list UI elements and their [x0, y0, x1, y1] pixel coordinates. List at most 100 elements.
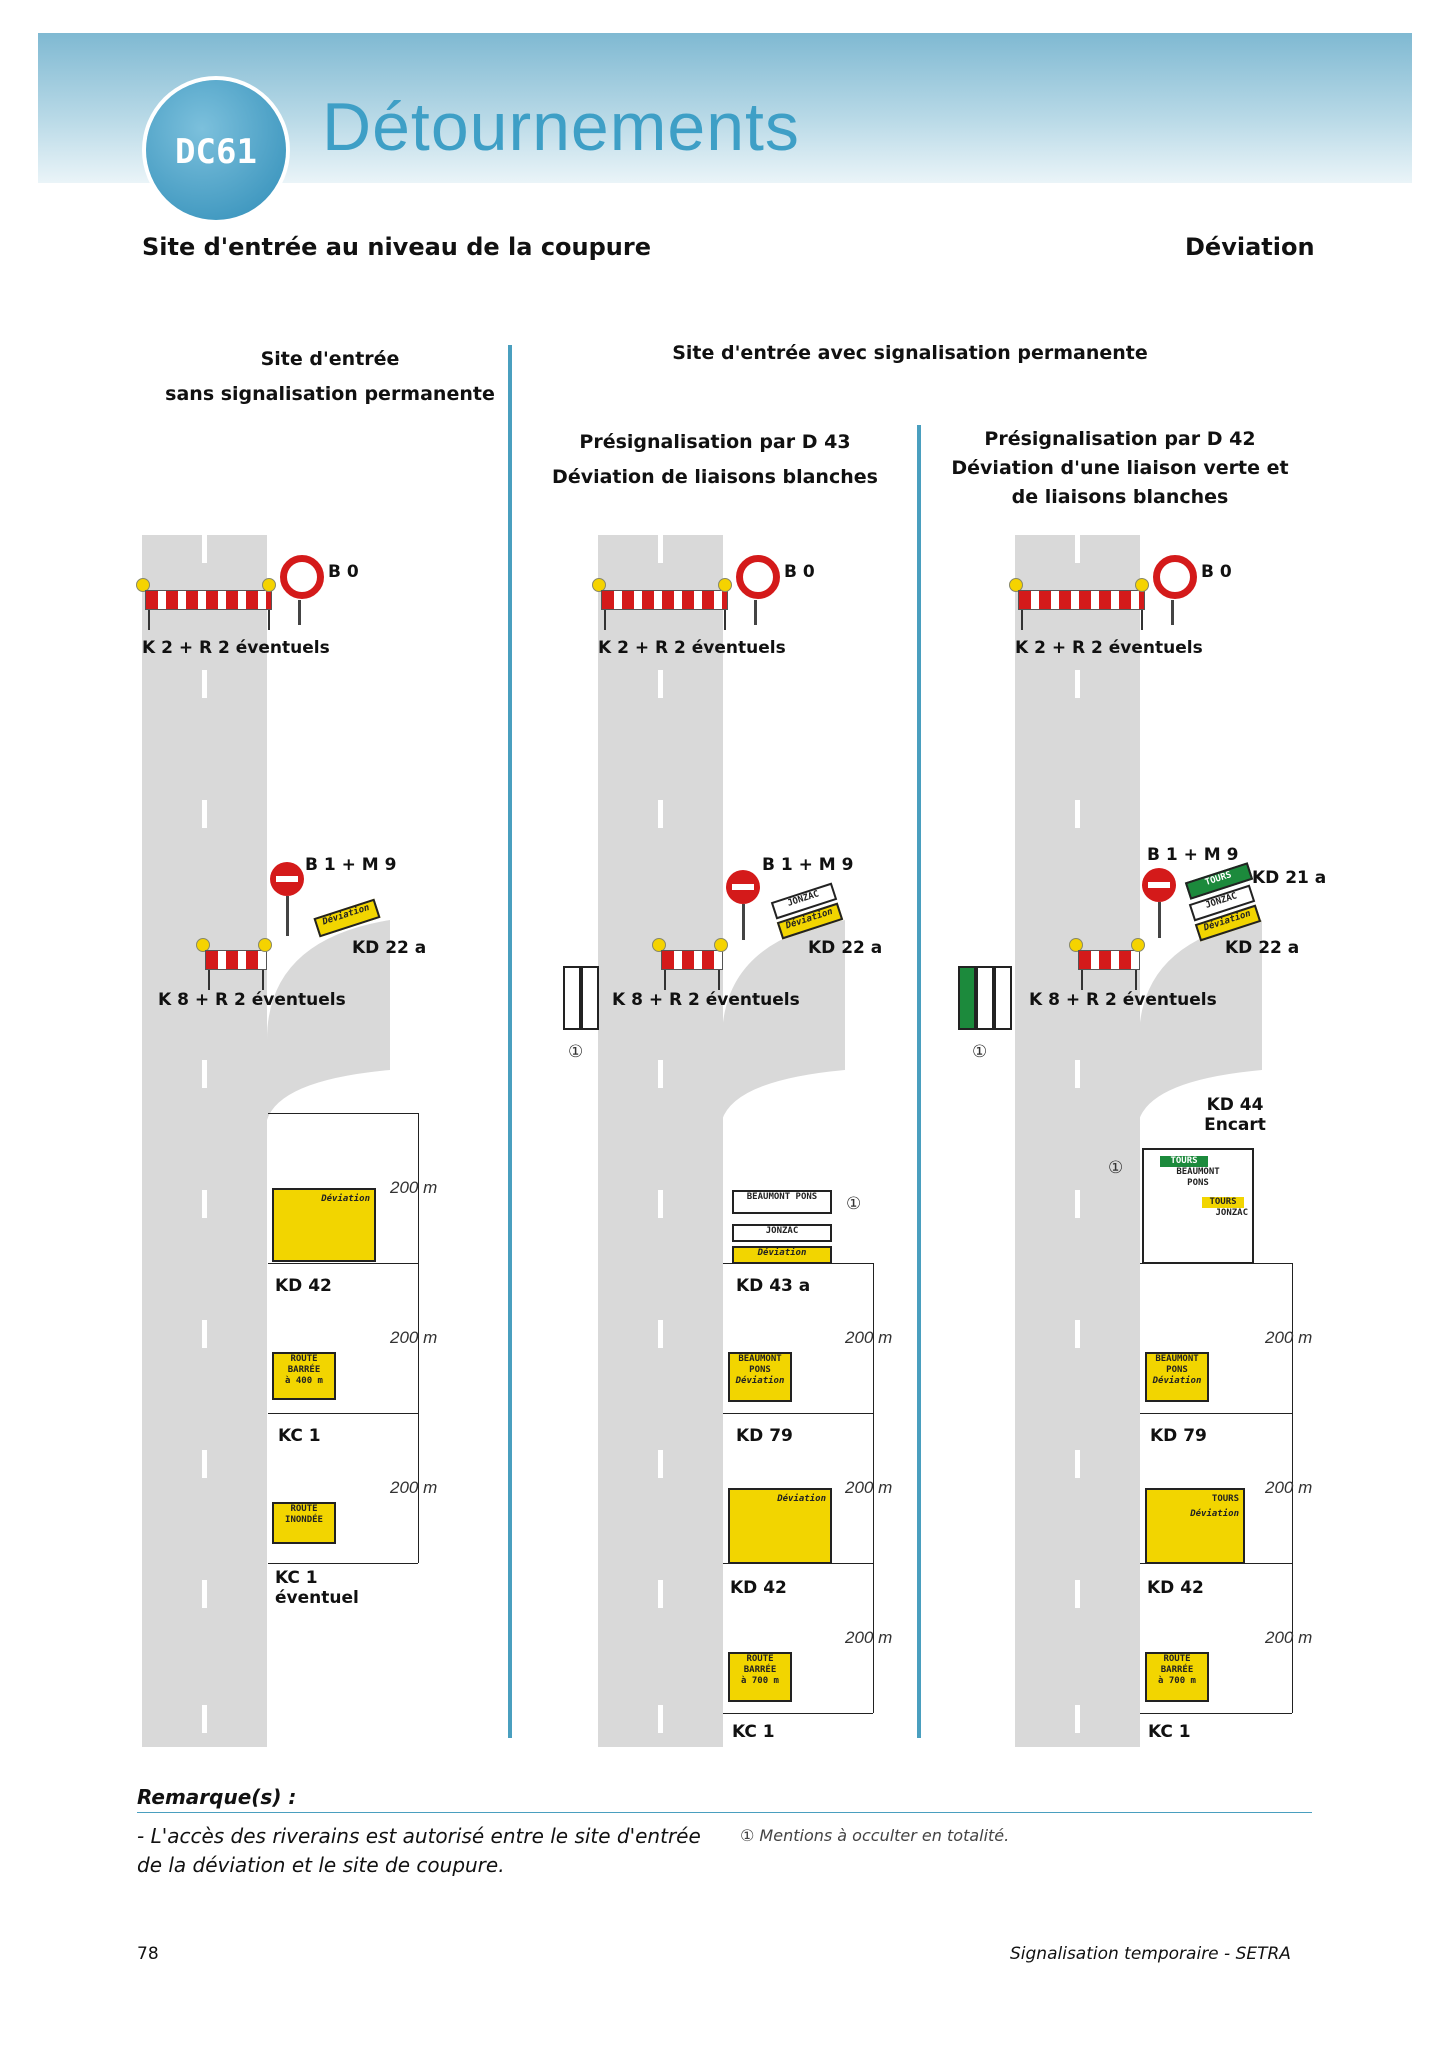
footer-source: Signalisation temporaire - SETRA	[1010, 1944, 1291, 1964]
side-road-3	[1139, 920, 1262, 1120]
remarks-footnote: ① Mentions à occulter en totalité.	[740, 1826, 1010, 1845]
k8-barrier-3	[1078, 950, 1140, 970]
k8-barrier-1	[205, 950, 267, 970]
dist-label: 200 m	[390, 1478, 438, 1497]
subtitle-left: Site d'entrée au niveau de la coupure	[142, 233, 652, 261]
col23-title: Site d'entrée avec signalisation permane…	[672, 342, 1148, 364]
kd44-sign: TOURS BEAUMONT PONS TOURS JONZAC	[1142, 1148, 1254, 1264]
col1-title-line2: sans signalisation permanente	[165, 383, 495, 405]
dist-label: 200 m	[1265, 1478, 1313, 1497]
page-title: Détournements	[322, 89, 800, 165]
kc1-label-1: KC 1	[278, 1426, 321, 1446]
column-divider-2	[917, 425, 921, 1738]
masked-sign-3a	[958, 966, 976, 1030]
masked-sign-3b	[976, 966, 994, 1030]
k2-barrier-1	[145, 590, 272, 610]
k2-barrier-2	[601, 590, 728, 610]
dist-label: 200 m	[845, 1328, 893, 1347]
kd43a-jonzac: JONZAC	[732, 1224, 832, 1242]
col3-title-line3: de liaisons blanches	[1011, 486, 1229, 508]
footnote-mark: ①	[1108, 1158, 1124, 1178]
b1m9-label-3: B 1 + M 9	[1147, 845, 1239, 865]
col3-title-line2: Déviation d'une liaison verte et	[951, 457, 1289, 479]
kd42-label-3: KD 42	[1147, 1578, 1204, 1598]
b0-label-2: B 0	[784, 562, 815, 582]
dim-line-1	[418, 1113, 419, 1563]
kc1-label-2: KC 1	[732, 1722, 775, 1742]
b1-sign-1	[270, 862, 304, 896]
footnote-mark: ①	[972, 1042, 988, 1062]
main-road-3	[1015, 535, 1140, 1747]
k8-barrier-2	[661, 950, 723, 970]
dist-label: 200 m	[845, 1628, 893, 1647]
col1-title-line1: Site d'entrée	[260, 348, 400, 370]
kd22a-label-1: KD 22 a	[352, 938, 427, 958]
dc61-badge: DC61	[146, 80, 286, 220]
side-road-1	[267, 920, 390, 1120]
remarks-divider	[137, 1812, 1312, 1813]
kd42-sign-1-text: Déviation	[321, 1194, 370, 1204]
footnote-mark: ①	[568, 1042, 584, 1062]
k2r2-label-1: K 2 + R 2 éventuels	[142, 638, 330, 658]
b1m9-label-1: B 1 + M 9	[305, 855, 397, 875]
page-number: 78	[137, 1944, 159, 1964]
col3-title: Présignalisation par D 42 Déviation d'un…	[935, 425, 1305, 512]
k8r2-label-3: K 8 + R 2 éventuels	[1029, 990, 1217, 1010]
b0-sign-2	[736, 555, 780, 599]
col3-title-line1: Présignalisation par D 42	[984, 428, 1256, 450]
col2-title-line2: Déviation de liaisons blanches	[552, 466, 878, 488]
dist-label: 200 m	[845, 1478, 893, 1497]
k2-barrier-3	[1018, 590, 1145, 610]
kd42-label-2: KD 42	[730, 1578, 787, 1598]
kd42-sign-1: Déviation	[272, 1188, 376, 1262]
b0-sign-1	[280, 555, 324, 599]
col2-title-line1: Présignalisation par D 43	[579, 431, 851, 453]
col2-title: Présignalisation par D 43 Déviation de l…	[530, 425, 900, 495]
kd42-label-1: KD 42	[275, 1276, 332, 1296]
dist-label: 200 m	[1265, 1628, 1313, 1647]
dim-line-3	[1292, 1263, 1293, 1713]
masked-sign-2b	[581, 966, 599, 1030]
footnote-mark: ①	[846, 1194, 862, 1214]
side-road-2	[722, 920, 845, 1120]
kd43a-label: KD 43 a	[736, 1276, 811, 1296]
kd22a-label-3: KD 22 a	[1225, 938, 1300, 958]
main-road-1	[142, 535, 267, 1747]
remarks-heading: Remarque(s) :	[137, 1785, 297, 1809]
dist-label: 200 m	[1265, 1328, 1313, 1347]
b1m9-label-2: B 1 + M 9	[762, 855, 854, 875]
main-road-2	[598, 535, 723, 1747]
remarks-text: - L'accès des riverains est autorisé ent…	[137, 1824, 701, 1877]
b1-sign-3	[1142, 868, 1176, 902]
kd42-sign-2: Déviation	[728, 1488, 832, 1564]
kd43a-beaumont: BEAUMONT PONS	[732, 1190, 832, 1214]
b0-sign-3	[1153, 555, 1197, 599]
kd79-label-2: KD 79	[736, 1426, 793, 1446]
badge-text: DC61	[175, 132, 257, 172]
masked-sign-3c	[994, 966, 1012, 1030]
column-divider-1	[508, 345, 512, 1738]
b0-label-3: B 0	[1201, 562, 1232, 582]
k8r2-label-1: K 8 + R 2 éventuels	[158, 990, 346, 1010]
dim-line-2	[873, 1263, 874, 1713]
k2r2-label-3: K 2 + R 2 éventuels	[1015, 638, 1203, 658]
b0-label-1: B 0	[328, 562, 359, 582]
dist-label: 200 m	[390, 1328, 438, 1347]
k2r2-label-2: K 2 + R 2 éventuels	[598, 638, 786, 658]
kd79-label-3: KD 79	[1150, 1426, 1207, 1446]
kd21a-label: KD 21 a	[1252, 868, 1327, 888]
kd22a-label-2: KD 22 a	[808, 938, 883, 958]
dist-label: 200 m	[390, 1178, 438, 1197]
k8r2-label-2: K 8 + R 2 éventuels	[612, 990, 800, 1010]
kc1-label-3: KC 1	[1148, 1722, 1191, 1742]
b1-sign-2	[726, 870, 760, 904]
